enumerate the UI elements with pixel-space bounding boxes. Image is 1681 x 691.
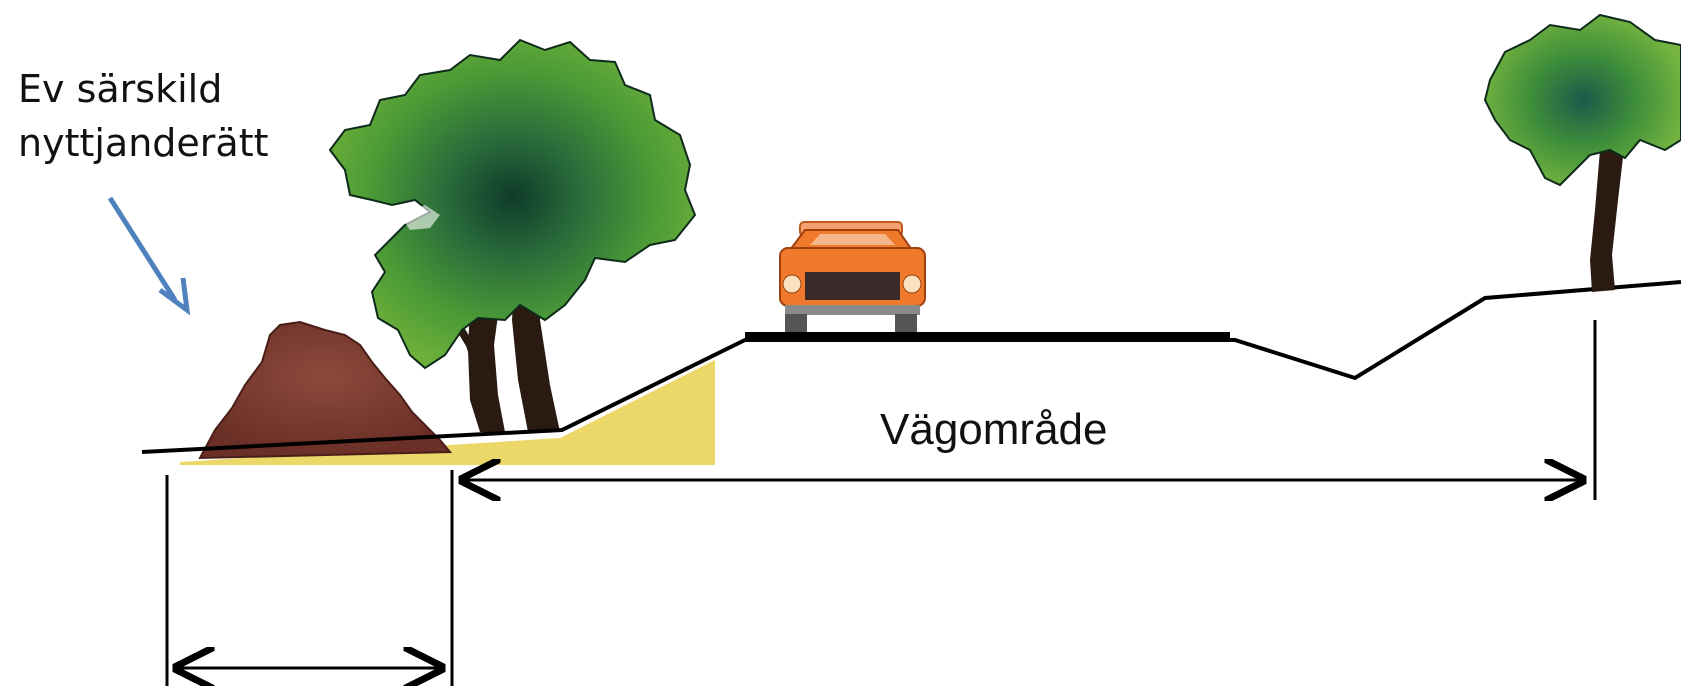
earth-mound (198, 320, 453, 460)
arrow-down-right-icon (107, 196, 191, 316)
easement-label: Ev särskild nyttjanderätt (18, 62, 269, 170)
small-tree (1483, 13, 1681, 292)
ground-profile-line (141, 280, 1681, 454)
easement-label-line-2: nyttjanderätt (18, 121, 269, 165)
ground-fill (180, 360, 715, 465)
car-icon (779, 221, 926, 332)
large-tree (328, 38, 697, 432)
easement-label-line-1: Ev särskild (18, 67, 223, 111)
road-area-label: Vägområde (880, 405, 1108, 454)
